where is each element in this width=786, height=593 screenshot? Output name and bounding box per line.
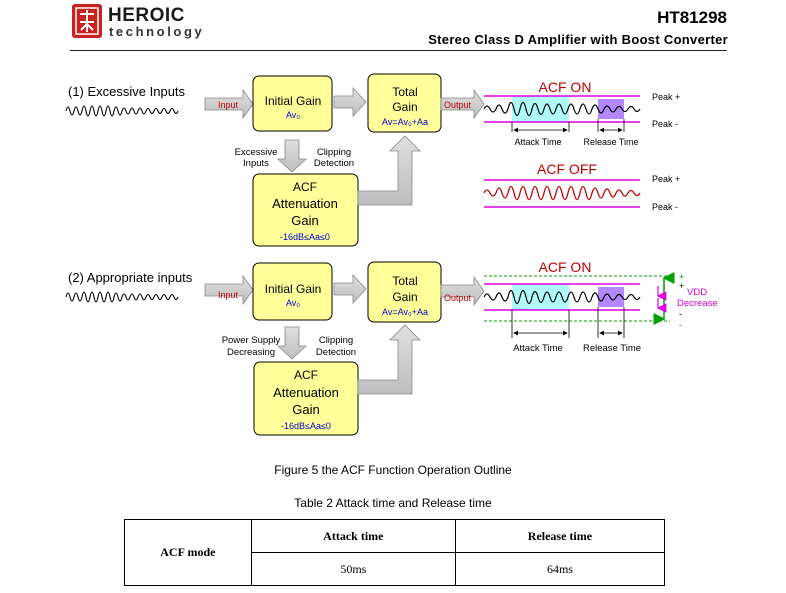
acf-line-1: ACF	[293, 180, 317, 194]
input-label: Input	[218, 290, 239, 300]
total-gain-title-1: Total	[392, 274, 417, 288]
vdd-minus-sign: -	[679, 320, 682, 330]
total-gain-formula: Av=Av₀+Aa	[382, 307, 428, 317]
clipping-note-1: Clipping	[317, 147, 351, 158]
gain-to-total-arrow	[333, 86, 367, 118]
off-peak-minus-label: Peak -	[652, 202, 678, 212]
brand-name: HEROIC	[108, 5, 185, 26]
initial-gain-symbol: Av₀	[286, 110, 300, 120]
power-down-arrow	[276, 326, 308, 360]
section-heading: (1) Excessive Inputs	[68, 84, 186, 99]
feedback-arrow	[357, 324, 421, 395]
section-heading: (2) Appropriate inputs	[68, 270, 193, 285]
attack-time-region	[512, 284, 569, 310]
part-number: HT81298	[657, 8, 727, 27]
band-minus-sign: -	[679, 309, 682, 319]
company-logo	[72, 4, 102, 38]
clipping-note-1: Clipping	[319, 335, 353, 346]
clipping-note-2: Detection	[314, 158, 354, 169]
input-squiggle	[65, 105, 179, 117]
excessive-note-1: Excessive	[235, 147, 278, 158]
band-plus-sign: +	[679, 281, 684, 291]
output-arrow	[440, 275, 485, 307]
table-row: 50ms 64ms	[125, 552, 666, 586]
input-arrow	[204, 274, 254, 306]
acf-line-1: ACF	[294, 368, 318, 382]
release-time-value: 64ms	[454, 552, 666, 586]
total-gain-formula: Av=Av₀+Aa	[382, 117, 428, 127]
acf-off-waveform	[483, 185, 641, 201]
col-header-release: Release time	[454, 519, 666, 553]
acf-range: -16dB≤Aa≤0	[281, 421, 331, 431]
output-arrow	[440, 88, 485, 120]
attack-time-label: Attack Time	[514, 137, 561, 147]
table-row: ACF mode Attack time Release time	[124, 519, 666, 586]
release-time-label: Release Time	[583, 343, 641, 354]
attack-time-region	[512, 96, 569, 122]
output-label: Output	[444, 293, 472, 303]
release-time-region	[598, 99, 624, 119]
initial-gain-block	[252, 262, 333, 321]
document-title: Stereo Class D Amplifier with Boost Conv…	[428, 32, 728, 47]
total-gain-title-1: Total	[392, 85, 417, 99]
attack-time-value: 50ms	[250, 552, 456, 586]
excessive-note-2: Inputs	[243, 158, 269, 169]
clipping-note-2: Detection	[316, 347, 356, 358]
gain-to-total-arrow	[333, 273, 367, 305]
brand-subtitle: technology	[109, 24, 205, 39]
acf-line-2: Attenuation	[273, 385, 339, 400]
acf-range: -16dB≤Aa≤0	[280, 232, 330, 242]
feedback-arrow	[357, 135, 421, 206]
row-header-acf-mode: ACF mode	[124, 519, 252, 586]
release-time-region	[598, 287, 624, 307]
acf-on-waveform	[483, 289, 641, 305]
col-header-attack: Attack time	[250, 519, 456, 553]
acf-on-waveform	[483, 101, 641, 117]
excessive-down-arrow	[276, 139, 308, 173]
table-caption: Table 2 Attack time and Release time	[294, 496, 492, 510]
initial-gain-block	[252, 75, 333, 132]
initial-gain-symbol: Av₀	[286, 298, 300, 308]
figure-caption: Figure 5 the ACF Function Operation Outl…	[274, 463, 512, 477]
acf-attenuation-block	[252, 173, 359, 247]
input-squiggle	[65, 291, 179, 303]
total-gain-title-2: Gain	[392, 100, 417, 114]
acf-off-label: ACF OFF	[537, 161, 597, 177]
acf-line-2: Attenuation	[272, 196, 338, 211]
attack-time-label: Attack Time	[513, 343, 563, 354]
input-arrow	[204, 88, 254, 120]
peak-plus-label: Peak +	[652, 92, 680, 102]
attack-release-table: ACF mode Attack time Release time 50ms 6…	[124, 519, 666, 586]
peak-minus-label: Peak -	[652, 119, 678, 129]
initial-gain-title: Initial Gain	[265, 282, 322, 296]
acf-line-3: Gain	[291, 213, 318, 228]
section-appropriate-inputs: (2) Appropriate inputs Input Initial Gai…	[65, 259, 718, 436]
vdd-label-2: Decrease	[677, 298, 718, 309]
total-gain-title-2: Gain	[392, 290, 417, 304]
input-label: Input	[218, 100, 239, 110]
acf-on-label: ACF ON	[539, 79, 592, 95]
output-label: Output	[444, 100, 472, 110]
off-peak-plus-label: Peak +	[652, 174, 680, 184]
section-excessive-inputs: (1) Excessive Inputs Input Initial Gain …	[65, 73, 680, 247]
vdd-label-1: VDD	[687, 287, 707, 298]
acf-operation-diagram: (1) Excessive Inputs Input Initial Gain …	[65, 73, 718, 436]
vdd-plus-sign: +	[679, 272, 684, 282]
power-supply-note-1: Power Supply	[222, 335, 281, 346]
acf-on-label: ACF ON	[539, 259, 592, 275]
acf-attenuation-block	[253, 361, 359, 436]
header-divider	[70, 50, 727, 51]
release-time-label: Release Time	[583, 137, 638, 147]
initial-gain-title: Initial Gain	[265, 94, 322, 108]
power-supply-note-2: Decreasing	[227, 347, 275, 358]
logo-mark-icon	[75, 7, 99, 35]
acf-line-3: Gain	[292, 402, 319, 417]
